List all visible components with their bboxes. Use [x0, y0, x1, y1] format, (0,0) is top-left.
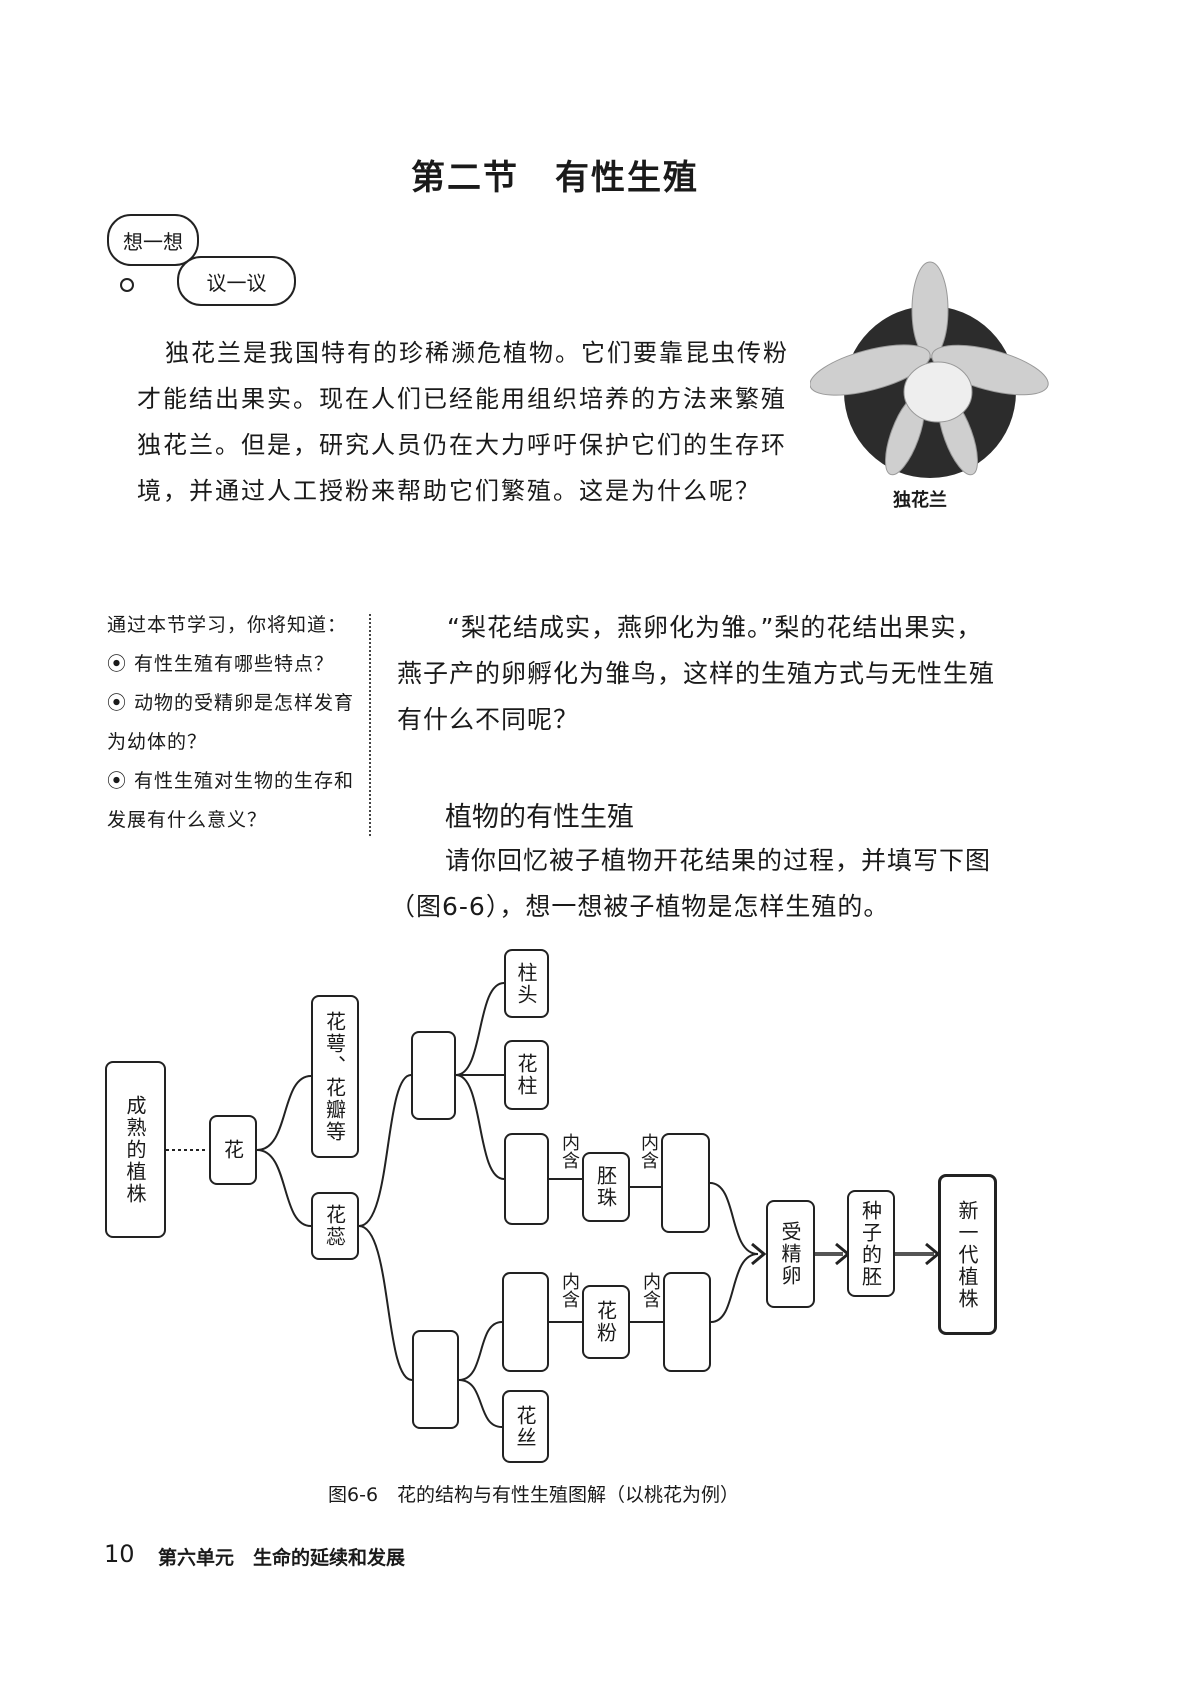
node-mature-plant: 成熟的植株 [105, 1061, 166, 1238]
node-pollen: 花粉 [582, 1285, 630, 1359]
think-bubble: 想一想 [107, 214, 199, 266]
node-flower: 花 [209, 1115, 257, 1185]
main-paragraph: “梨花结成实，燕卵化为雏。”梨的花结出果实，燕子产的卵孵化为雏鸟，这样的生殖方式… [397, 613, 996, 734]
section-title: 第二节 有性生殖 [411, 158, 699, 198]
photo-caption: 独花兰 [893, 490, 947, 511]
divider [369, 614, 371, 836]
blank-box-stamen[interactable] [412, 1330, 459, 1429]
node-stamen-pistil: 花蕊 [311, 1192, 359, 1260]
bullet-icon: ⦿ [107, 770, 135, 792]
goals-heading: 通过本节学习，你将知道： [107, 614, 348, 636]
unit-title: 第六单元 生命的延续和发展 [158, 1547, 406, 1569]
blank-box-sperm[interactable] [663, 1272, 711, 1372]
page-number: 10 [104, 1540, 135, 1568]
goal-item: ⦿ 有性生殖有哪些特点？ [107, 653, 335, 675]
node-new-plant: 新一代植株 [938, 1174, 997, 1335]
bullet-icon: ⦿ [107, 692, 135, 714]
goal-item: ⦿ 有性生殖对生物的生存和发展有什么意义？ [107, 770, 355, 831]
node-zygote: 受精卵 [766, 1200, 815, 1308]
contains-label: 内含 [640, 1272, 661, 1308]
sub-paragraph: 请你回忆被子植物开花结果的过程，并填写下图（图6-6），想一想被子植物是怎样生殖… [390, 846, 992, 921]
node-filament: 花丝 [502, 1390, 549, 1463]
bubble-dot [120, 278, 134, 292]
contains-label: 内含 [559, 1133, 580, 1169]
contains-label: 内含 [559, 1272, 580, 1308]
orchid-photo [810, 261, 1049, 478]
intro-paragraph: 独花兰是我国特有的珍稀濒危植物。它们要靠昆虫传粉才能结出果实。现在人们已经能用组… [137, 339, 789, 505]
contains-label: 内含 [638, 1133, 659, 1169]
node-stigma: 柱头 [504, 949, 549, 1018]
node-style: 花柱 [504, 1040, 549, 1110]
goal-item: ⦿ 动物的受精卵是怎样发育为幼体的？ [107, 692, 355, 753]
node-ovule: 胚珠 [582, 1152, 630, 1222]
bullet-icon: ⦿ [107, 653, 135, 675]
blank-box-anther[interactable] [502, 1272, 549, 1372]
blank-box-pistil[interactable] [411, 1031, 456, 1120]
learning-goals: 通过本节学习，你将知道： ⦿ 有性生殖有哪些特点？ ⦿ 动物的受精卵是怎样发育为… [107, 606, 357, 840]
blank-box-egg[interactable] [661, 1133, 710, 1233]
figure-caption: 图6-6 花的结构与有性生殖图解（以桃花为例） [328, 1484, 740, 1506]
node-seed-embryo: 种子的胚 [847, 1190, 895, 1297]
node-sepal-petal: 花萼、花瓣等 [311, 995, 359, 1158]
discuss-bubble: 议一议 [177, 256, 296, 306]
subheading: 植物的有性生殖 [445, 802, 634, 833]
blank-box-ovary[interactable] [504, 1133, 549, 1225]
